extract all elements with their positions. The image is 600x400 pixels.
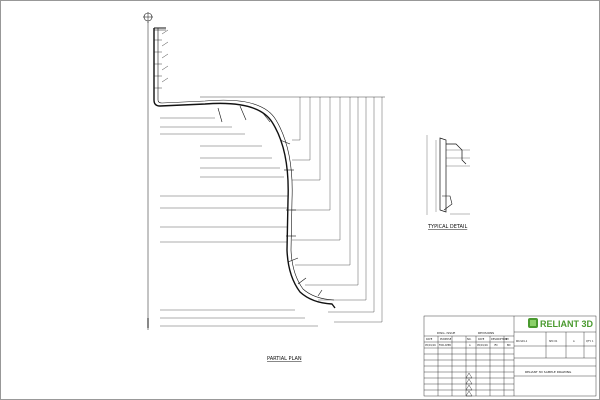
header-description: DESCRIPTION bbox=[491, 338, 507, 341]
row1-purpose: FOR APPR bbox=[439, 344, 451, 347]
header-purpose: PURPOSE bbox=[440, 338, 452, 341]
rev-label: A bbox=[573, 340, 575, 343]
plan-title: PARTIAL PLAN bbox=[267, 356, 302, 362]
dwg-issue-label: DWG. ISSUE bbox=[437, 331, 455, 335]
logo-text: RELIANT 3D bbox=[540, 319, 594, 329]
bracket-marks bbox=[217, 105, 323, 297]
section-marker-icon bbox=[143, 12, 153, 23]
title-block bbox=[423, 315, 597, 397]
dwg-no: RD-S01-1 bbox=[516, 340, 528, 343]
header-date-2: DATE bbox=[478, 338, 485, 341]
company-logo: RELIANT 3D bbox=[528, 318, 594, 329]
revisions-label: REVISIONS bbox=[478, 331, 494, 335]
row1-date-2: 05/01/16 bbox=[477, 344, 488, 347]
detail-title: TYPICAL DETAIL bbox=[427, 224, 467, 230]
header-no: NO. bbox=[467, 338, 472, 341]
horizontal-dimensions bbox=[160, 117, 318, 327]
row1-by: BD bbox=[507, 344, 511, 347]
sheet-label: SPC 01 bbox=[549, 340, 558, 343]
plan-profile-inner bbox=[157, 28, 335, 301]
partial-plan bbox=[143, 12, 385, 330]
row1-description: IFC bbox=[494, 344, 498, 347]
plan-profile-outer bbox=[153, 28, 336, 309]
header-by: BY bbox=[506, 338, 510, 341]
vertical-ticks bbox=[154, 29, 169, 89]
typical-detail bbox=[426, 135, 470, 215]
row1-date-1: 05/01/16 bbox=[425, 344, 436, 347]
qty-label: QTY: 1 bbox=[586, 340, 594, 343]
vertical-dimensions bbox=[292, 97, 383, 323]
project-title: RELIANT 3D SAMPLE DRAWING bbox=[525, 370, 572, 374]
header-date-1: DATE bbox=[426, 338, 433, 341]
row1-no: A bbox=[469, 344, 471, 347]
